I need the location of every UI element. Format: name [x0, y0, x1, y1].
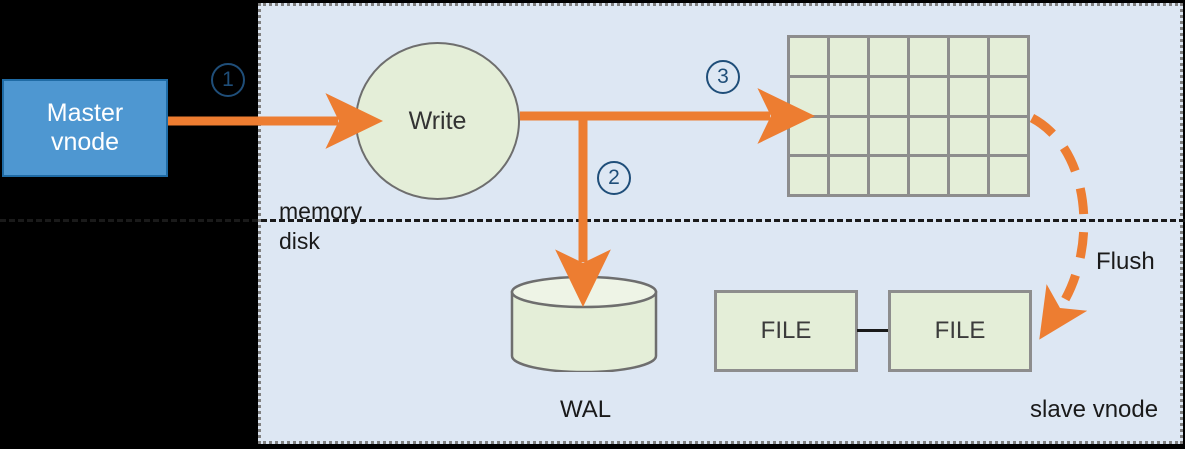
file-connector-line: [857, 329, 889, 332]
step-number-3: 3: [706, 60, 740, 94]
memory-grid-cell: [790, 157, 830, 197]
slave-vnode-label: slave vnode: [1030, 396, 1159, 423]
memory-grid-cell: [950, 157, 990, 197]
memory-grid-cell: [910, 117, 950, 158]
memory-tier-label: memory: [279, 198, 363, 224]
memory-grid-cell: [870, 77, 910, 118]
memory-grid-cell: [910, 157, 950, 197]
memory-grid-cell: [990, 77, 1030, 118]
file-box[interactable]: FILE: [888, 290, 1032, 372]
memory-grid-cell: [910, 77, 950, 118]
memory-grid-cell: [950, 117, 990, 158]
memory-grid-cell: [790, 38, 830, 78]
master-vnode-label-line2: vnode: [50, 128, 120, 156]
memory-grid-cell: [830, 117, 870, 158]
memory-grid-cell: [870, 157, 910, 197]
memory-grid-cell: [950, 77, 990, 118]
memory-table-grid: [787, 35, 1030, 197]
file-box-label: FILE: [760, 317, 812, 344]
memory-grid-cell: [870, 38, 910, 78]
wal-cylinder-shape: [510, 275, 658, 374]
memory-grid-cell: [990, 117, 1030, 158]
write-node-label: Write: [408, 106, 467, 135]
write-node[interactable]: Write: [355, 42, 520, 200]
memory-grid-cell: [790, 117, 830, 158]
memory-grid-cell: [990, 157, 1030, 197]
memory-grid-cell: [990, 38, 1030, 78]
memory-grid-cell: [830, 77, 870, 118]
memory-grid-cell: [910, 38, 950, 78]
disk-tier-label: disk: [279, 228, 320, 254]
wal-cylinder: [510, 275, 658, 374]
step-number-1: 1: [211, 63, 245, 97]
master-vnode-label-line1: Master: [46, 98, 124, 127]
memory-grid-cell: [830, 38, 870, 78]
file-box[interactable]: FILE: [714, 290, 858, 372]
step-number-2: 2: [597, 161, 631, 195]
file-box-label: FILE: [934, 317, 986, 344]
master-vnode-box[interactable]: Master vnode: [2, 79, 168, 177]
memory-grid-cell: [830, 157, 870, 197]
flush-label: Flush: [1096, 248, 1155, 275]
memory-grid-cell: [870, 117, 910, 158]
wal-label: WAL: [560, 396, 612, 423]
memory-disk-divider: [0, 219, 1185, 222]
memory-grid-cell: [790, 77, 830, 118]
memory-grid-cell: [950, 38, 990, 78]
